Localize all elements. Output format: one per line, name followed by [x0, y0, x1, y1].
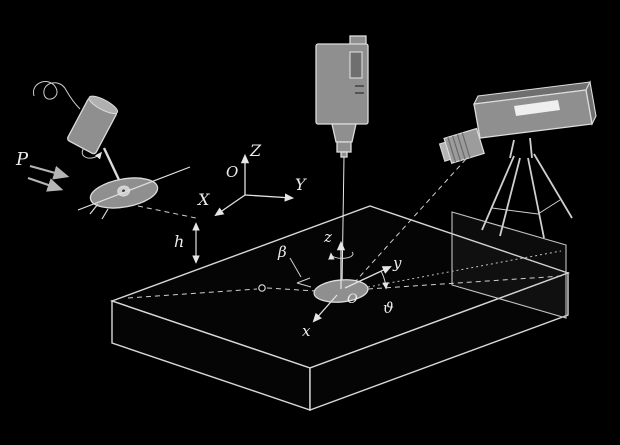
- table-dashed-line-left: [127, 288, 258, 299]
- target-y-label: y: [392, 254, 402, 272]
- projection-plane: [451, 211, 567, 319]
- disc-needle: [77, 166, 191, 211]
- camera-body: [473, 89, 593, 139]
- probe-arrow-2: [27, 176, 64, 192]
- table-right-face: [309, 271, 569, 412]
- target-x-axis: [312, 294, 338, 323]
- world-y-axis: [244, 193, 295, 202]
- theta-angle-arc: [380, 270, 389, 290]
- target-x-label: x: [302, 322, 311, 340]
- laser-tip: [340, 151, 348, 158]
- height-label: h: [174, 232, 184, 251]
- target-origin-label: O: [347, 292, 358, 307]
- laser-neck: [331, 123, 357, 143]
- world-x-label: X: [196, 190, 210, 209]
- target-frame: [289, 240, 392, 323]
- spin-arrow-motor: [81, 147, 103, 160]
- laser-beam: [341, 156, 345, 288]
- reference-disc: [89, 177, 159, 209]
- pivot-point: [258, 284, 266, 292]
- beta-angle-tick: [296, 277, 311, 284]
- world-z-label: Z: [249, 141, 262, 160]
- tripod: [481, 137, 573, 239]
- construction-lines: [127, 158, 563, 299]
- target-disc: [313, 279, 369, 303]
- laser-lens: [336, 141, 352, 153]
- world-frame: [214, 153, 295, 217]
- probe-arrow-1: [29, 164, 70, 180]
- labels: P h O Z Y X z y x O β ϑ: [15, 141, 402, 340]
- camera-sight-line: [353, 158, 467, 284]
- height-reference-dashed: [137, 205, 197, 219]
- probe-cable: [33, 81, 81, 110]
- disc-stylus: [89, 203, 99, 215]
- target-z-label: z: [323, 228, 332, 246]
- target-y-axis: [344, 266, 392, 289]
- handheld-probe: [27, 81, 191, 220]
- beta-angle-tick: [296, 282, 312, 288]
- beta-leader-line: [289, 257, 302, 278]
- camera-lens: [438, 127, 485, 165]
- laser-panel: [349, 51, 363, 79]
- camera-assembly: [438, 80, 597, 239]
- theta-label: ϑ: [383, 299, 394, 317]
- disc-stylus: [101, 208, 109, 220]
- world-y-label: Y: [295, 175, 307, 194]
- world-origin-label: O: [226, 163, 238, 181]
- camera-slot: [514, 100, 560, 116]
- probe-shaft: [102, 147, 122, 183]
- table-dashed-line-right: [367, 275, 563, 290]
- laser-sensor: [315, 35, 369, 288]
- beta-label: β: [277, 243, 287, 261]
- world-x-axis: [214, 194, 246, 217]
- table-dashed-line-mid: [266, 287, 317, 292]
- probe-point-label: P: [15, 149, 29, 170]
- spin-arrow-z: [328, 251, 354, 260]
- probe-motor: [67, 95, 119, 155]
- height-dimension: [137, 205, 200, 264]
